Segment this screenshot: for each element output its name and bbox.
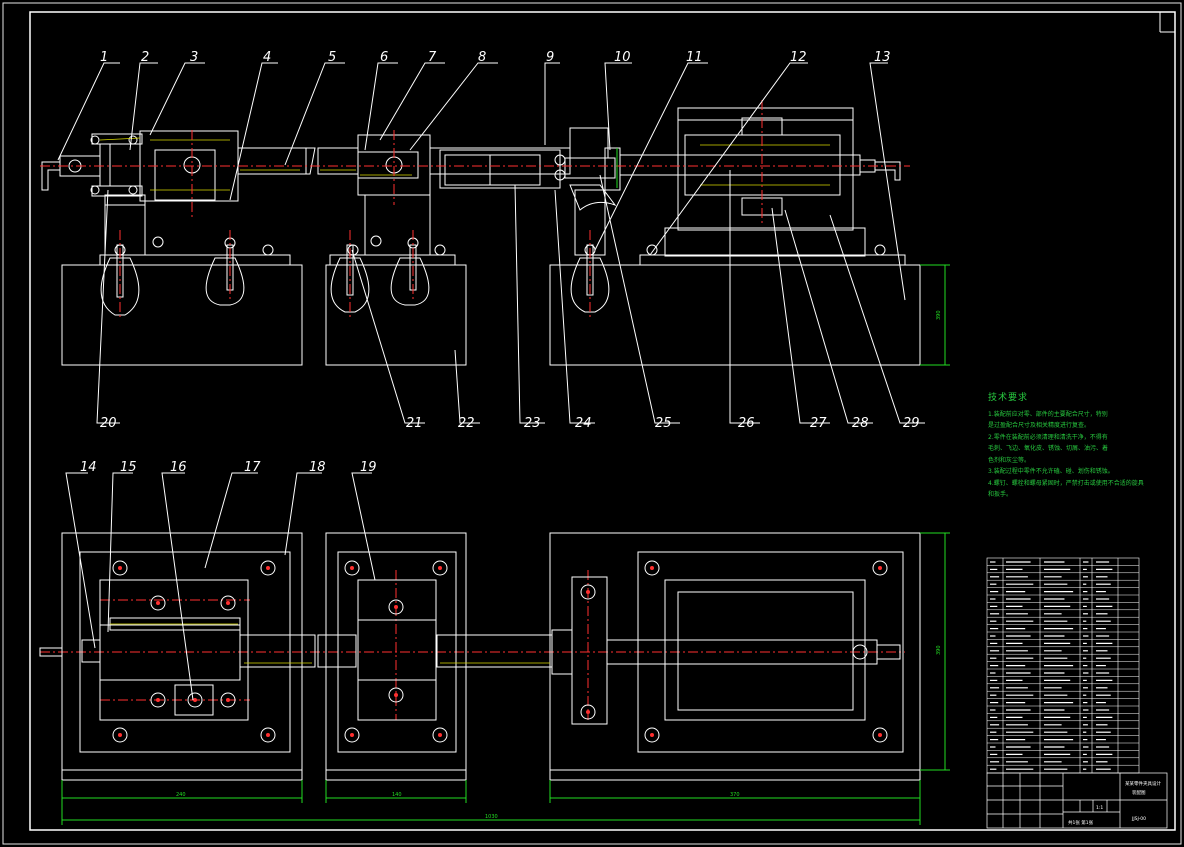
hatching-front xyxy=(99,137,830,191)
centre-lines xyxy=(40,100,910,720)
dim-base-left: 240 xyxy=(176,792,186,798)
part-number-5: 5 xyxy=(328,50,336,65)
inner-frame xyxy=(29,11,1176,831)
part-number-6: 6 xyxy=(380,50,388,65)
plan-bolt-centres xyxy=(118,566,882,737)
dim-plan-depth: 390 xyxy=(936,645,942,655)
part-number-19: 19 xyxy=(360,460,377,475)
part-number-20: 20 xyxy=(100,416,117,431)
plan-view xyxy=(39,532,921,781)
dim-height: 390 xyxy=(936,310,942,320)
requirement-line: 毛刺、飞边、氧化皮、锈蚀、切屑、油污、着 xyxy=(988,445,1109,452)
part-number-16: 16 xyxy=(170,460,187,475)
part-number-23: 23 xyxy=(524,416,541,431)
plan-hatching xyxy=(110,623,550,664)
part-number-13: 13 xyxy=(874,50,891,65)
part-number-7: 7 xyxy=(428,50,437,65)
part-number-11: 11 xyxy=(686,50,703,65)
title-block-sheet: 共1张 第1张 xyxy=(1068,819,1094,826)
title-block-name-1: 某某零件夹具设计 xyxy=(1125,780,1161,787)
title-block-scale: 1:1 xyxy=(1096,805,1103,811)
dim-overall: 1030 xyxy=(485,814,498,820)
title-block-name-2: 装配图 xyxy=(1132,789,1146,796)
part-number-22: 22 xyxy=(458,416,475,431)
requirement-line: 4.螺钉、螺栓和螺母紧固时，严禁打击或使用不合适的旋具和扳手。 xyxy=(988,479,1144,499)
dim-base-mid: 140 xyxy=(392,792,402,798)
part-number-15: 15 xyxy=(120,460,137,475)
title-block-texts: 某某零件夹具设计 装配图 1:1 JJSJ-00 共1张 第1张 xyxy=(1068,780,1161,826)
requirement-line: 1.装配前应对零、部件的主要配合尺寸，特别 xyxy=(988,410,1108,418)
technical-requirements-title: 技术要求 xyxy=(988,393,1029,403)
part-number-8: 8 xyxy=(478,50,486,65)
part-number-10: 10 xyxy=(614,50,631,65)
base-block-left xyxy=(61,264,303,366)
part-number-21: 21 xyxy=(406,416,423,431)
base-block-right xyxy=(549,264,921,366)
leader-lines xyxy=(57,62,925,701)
part-number-1: 1 xyxy=(100,50,108,65)
technical-requirements: 技术要求 1.装配前应对零、部件的主要配合尺寸，特别 是过盈配合尺寸及相关精度进… xyxy=(988,393,1148,501)
part-number-26: 26 xyxy=(738,416,755,431)
title-block-drawing-no: JJSJ-00 xyxy=(1131,816,1146,822)
part-number-9: 9 xyxy=(546,50,554,65)
part-number-18: 18 xyxy=(309,460,326,475)
requirement-line: 2.零件在装配前必须清理和清洗干净，不得有 xyxy=(988,433,1108,441)
dim-base-right: 370 xyxy=(730,792,740,798)
requirement-line: 是过盈配合尺寸及相关精度进行复查。 xyxy=(988,422,1091,429)
requirement-line: 色剂和灰尘等。 xyxy=(988,456,1031,464)
part-number-4: 4 xyxy=(263,50,271,65)
part-number-28: 28 xyxy=(852,416,869,431)
part-number-27: 27 xyxy=(810,416,827,431)
part-number-17: 17 xyxy=(244,460,261,475)
plan-bolts xyxy=(112,560,888,743)
title-block xyxy=(986,772,1168,829)
bom-rows xyxy=(987,565,1139,766)
part-number-29: 29 xyxy=(903,416,920,431)
dimension-lines xyxy=(61,148,950,825)
requirement-line: 3.装配过程中零件不允许磕、碰、划伤和锈蚀。 xyxy=(988,468,1114,475)
part-number-24: 24 xyxy=(575,416,592,431)
bom-cell-marks xyxy=(990,561,1113,770)
part-number-14: 14 xyxy=(80,460,97,475)
part-number-12: 12 xyxy=(790,50,807,65)
part-number-2: 2 xyxy=(141,50,149,65)
part-numbers: 1 2 3 4 5 6 7 8 9 10 11 12 13 20 21 22 2… xyxy=(80,50,920,475)
front-view xyxy=(41,107,921,366)
part-number-3: 3 xyxy=(190,50,198,65)
dimension-texts: 240 140 370 1030 390 390 xyxy=(176,310,942,820)
part-number-25: 25 xyxy=(655,416,672,431)
